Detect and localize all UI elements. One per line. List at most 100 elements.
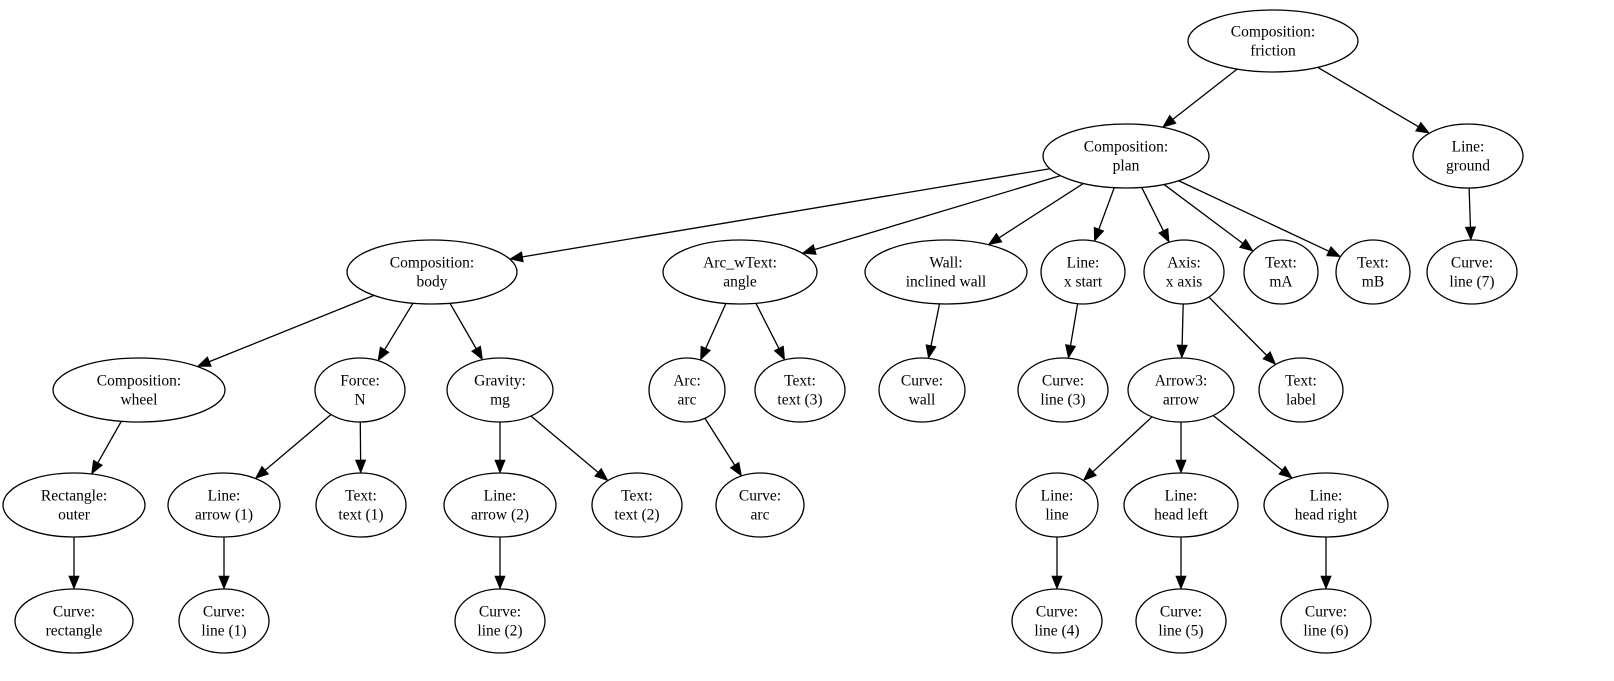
edge-line — [1092, 416, 1153, 473]
edges-layer — [68, 66, 1477, 590]
node-label-name: head right — [1295, 507, 1358, 524]
node-label-type: Curve: — [203, 604, 245, 621]
node-ellipse[interactable] — [1015, 472, 1099, 538]
node-label-type: Force: — [340, 373, 380, 390]
node-label-type: Arc: — [673, 373, 701, 390]
node-ellipse[interactable] — [864, 239, 1028, 305]
node-ellipse[interactable] — [314, 357, 406, 423]
node-label-type: Text: — [784, 373, 816, 390]
graph-node-arrow2[interactable]: Line:arrow (2) — [443, 472, 557, 538]
graph-node-arrow3[interactable]: Arrow3:arrow — [1127, 357, 1235, 423]
node-ellipse[interactable] — [1335, 239, 1411, 305]
node-ellipse[interactable] — [446, 357, 554, 423]
graph-node-text3[interactable]: Text:text (3) — [754, 357, 846, 423]
edge-line — [755, 303, 780, 349]
node-ellipse[interactable] — [454, 588, 546, 654]
node-ellipse[interactable] — [1412, 123, 1524, 189]
graph-node-label[interactable]: Text:label — [1258, 357, 1344, 423]
edge-line — [97, 420, 122, 463]
graph-node-curvewall[interactable]: Curve:wall — [878, 357, 966, 423]
node-ellipse[interactable] — [1127, 357, 1235, 423]
graph-node-plan[interactable]: Composition:plan — [1042, 123, 1210, 189]
node-ellipse[interactable] — [1042, 123, 1210, 189]
node-ellipse[interactable] — [1258, 357, 1344, 423]
graph-node-curveline4[interactable]: Curve:line (4) — [1011, 588, 1103, 654]
graph-edge — [91, 420, 122, 475]
graph-node-rectouter[interactable]: Rectangle:outer — [2, 472, 146, 538]
node-ellipse[interactable] — [443, 472, 557, 538]
graph-edge — [801, 175, 1061, 255]
graph-node-friction[interactable]: Composition:friction — [1187, 9, 1359, 73]
graph-edge — [704, 417, 742, 477]
node-ellipse[interactable] — [2, 472, 146, 538]
graph-node-arrow1[interactable]: Line:arrow (1) — [167, 472, 281, 538]
node-ellipse[interactable] — [878, 357, 966, 423]
node-ellipse[interactable] — [52, 357, 226, 423]
graph-node-angle[interactable]: Arc_wText:angle — [662, 239, 818, 305]
graph-node-line7[interactable]: Curve:line (7) — [1426, 239, 1518, 305]
graph-node-mA[interactable]: Text:mA — [1243, 239, 1319, 305]
graph-node-curveline5[interactable]: Curve:line (5) — [1135, 588, 1227, 654]
edge-line — [1468, 187, 1472, 228]
edge-line — [522, 168, 1050, 258]
node-ellipse[interactable] — [1040, 239, 1126, 305]
node-ellipse[interactable] — [1123, 472, 1239, 538]
node-ellipse[interactable] — [315, 472, 407, 538]
node-ellipse[interactable] — [662, 239, 818, 305]
graph-node-text1[interactable]: Text:text (1) — [315, 472, 407, 538]
graph-node-lineline[interactable]: Line:line — [1015, 472, 1099, 538]
graph-node-arc[interactable]: Arc:arc — [648, 357, 726, 423]
node-ellipse[interactable] — [754, 357, 846, 423]
graph-node-gravitymg[interactable]: Gravity:mg — [446, 357, 554, 423]
graph-node-xstart[interactable]: Line:x start — [1040, 239, 1126, 305]
graph-node-curvearc[interactable]: Curve:arc — [715, 472, 805, 538]
node-ellipse[interactable] — [1280, 588, 1372, 654]
graph-node-curveline1[interactable]: Curve:line (1) — [178, 588, 270, 654]
graph-edge — [494, 422, 506, 474]
node-ellipse[interactable] — [178, 588, 270, 654]
graph-node-curverect[interactable]: Curve:rectangle — [14, 588, 134, 654]
arrowhead-icon — [494, 575, 506, 590]
node-ellipse[interactable] — [1426, 239, 1518, 305]
graph-node-body[interactable]: Composition:body — [346, 239, 518, 305]
node-ellipse[interactable] — [1135, 588, 1227, 654]
graph-node-wheel[interactable]: Composition:wheel — [52, 357, 226, 423]
graph-node-mB[interactable]: Text:mB — [1335, 239, 1411, 305]
arrowhead-icon — [68, 575, 80, 590]
node-label-type: Composition: — [390, 255, 474, 272]
node-ellipse[interactable] — [1243, 239, 1319, 305]
node-ellipse[interactable] — [346, 239, 518, 305]
node-ellipse[interactable] — [167, 472, 281, 538]
graph-node-xaxis[interactable]: Axis:x axis — [1143, 239, 1225, 305]
graph-node-ground[interactable]: Line:ground — [1412, 123, 1524, 189]
graph-edge — [700, 303, 727, 361]
graph-node-curveline6[interactable]: Curve:line (6) — [1280, 588, 1372, 654]
node-ellipse[interactable] — [1011, 588, 1103, 654]
node-ellipse[interactable] — [1263, 472, 1389, 538]
graph-node-curveline2[interactable]: Curve:line (2) — [454, 588, 546, 654]
node-label-name: outer — [58, 507, 91, 524]
edge-line — [1208, 296, 1267, 356]
node-ellipse[interactable] — [1143, 239, 1225, 305]
arrowhead-icon — [1158, 227, 1170, 244]
node-ellipse[interactable] — [591, 472, 683, 538]
graph-node-forceN[interactable]: Force:N — [314, 357, 406, 423]
graph-edge — [1317, 66, 1431, 134]
graph-node-text2[interactable]: Text:text (2) — [591, 472, 683, 538]
node-ellipse[interactable] — [14, 588, 134, 654]
node-ellipse[interactable] — [648, 357, 726, 423]
node-label-name: text (1) — [338, 507, 383, 524]
graph-node-headright[interactable]: Line:head right — [1263, 472, 1389, 538]
edge-line — [209, 294, 375, 363]
node-ellipse[interactable] — [715, 472, 805, 538]
graph-node-headleft[interactable]: Line:head left — [1123, 472, 1239, 538]
node-ellipse[interactable] — [1017, 357, 1109, 423]
graph-edge — [508, 168, 1050, 263]
edge-line — [1069, 303, 1079, 346]
graph-node-inclinedwall[interactable]: Wall:inclined wall — [864, 239, 1028, 305]
node-ellipse[interactable] — [1187, 9, 1359, 73]
graph-node-line3[interactable]: Curve:line (3) — [1017, 357, 1109, 423]
arrowhead-icon — [729, 461, 742, 477]
arrowhead-icon — [1415, 121, 1431, 134]
